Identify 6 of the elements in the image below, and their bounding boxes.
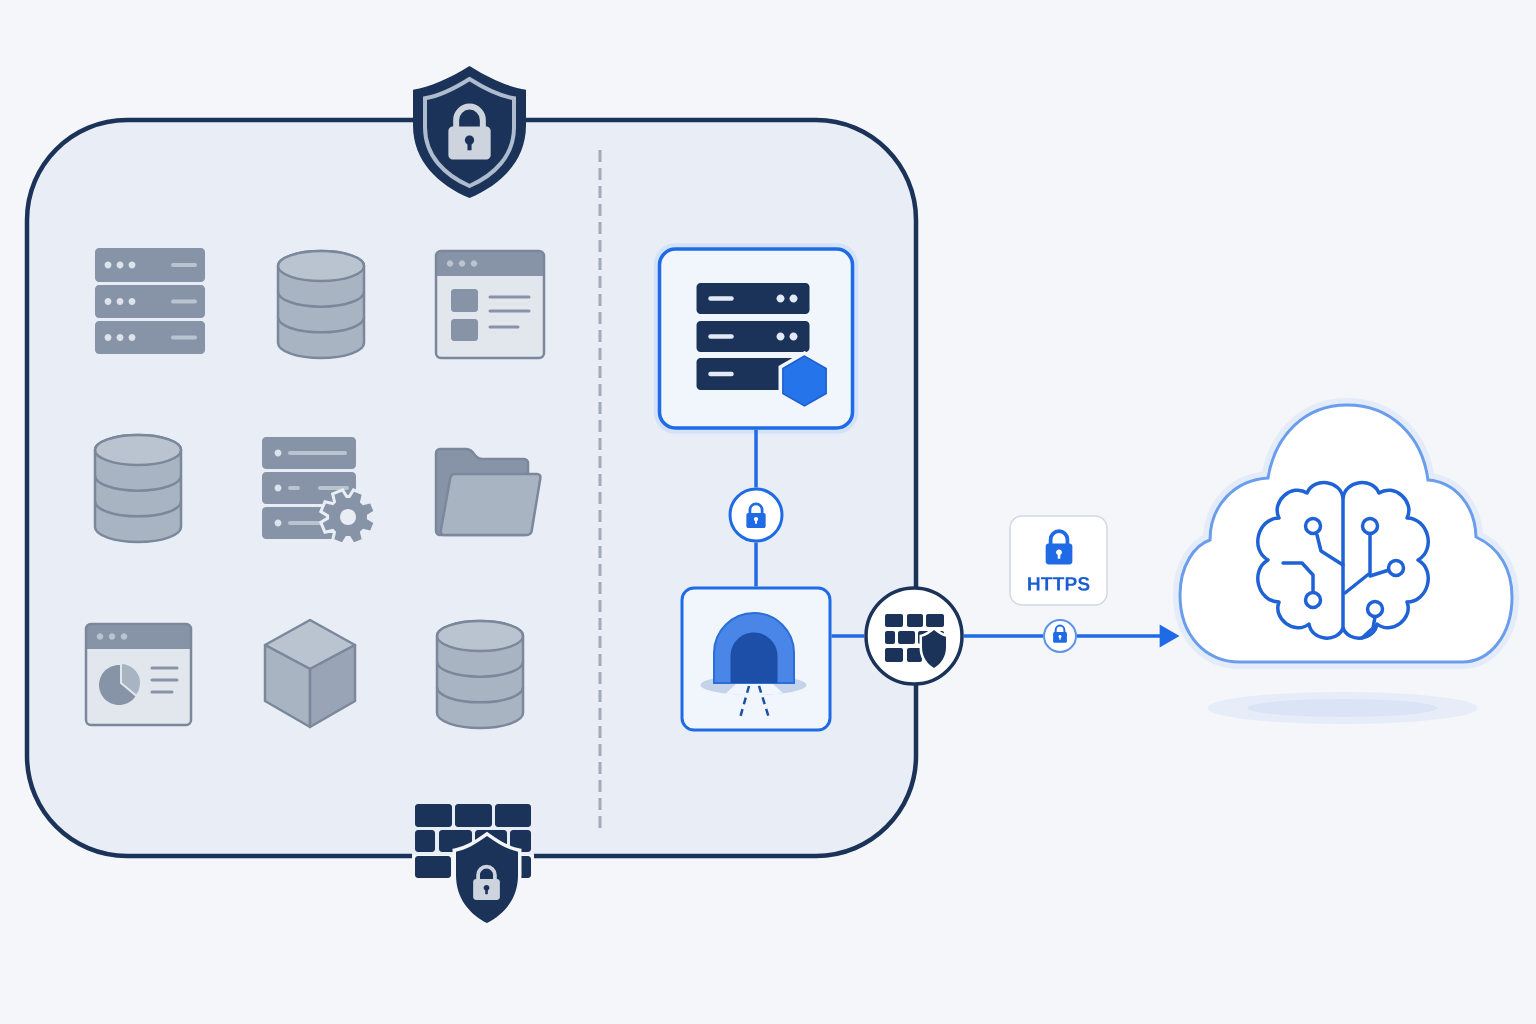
label-badge: HTTPS [1009,515,1108,606]
connector-line [754,429,758,488]
cloud-shape [1173,398,1519,669]
connector-line [831,634,865,638]
connector-line [754,542,758,587]
connector-line [963,634,1043,638]
